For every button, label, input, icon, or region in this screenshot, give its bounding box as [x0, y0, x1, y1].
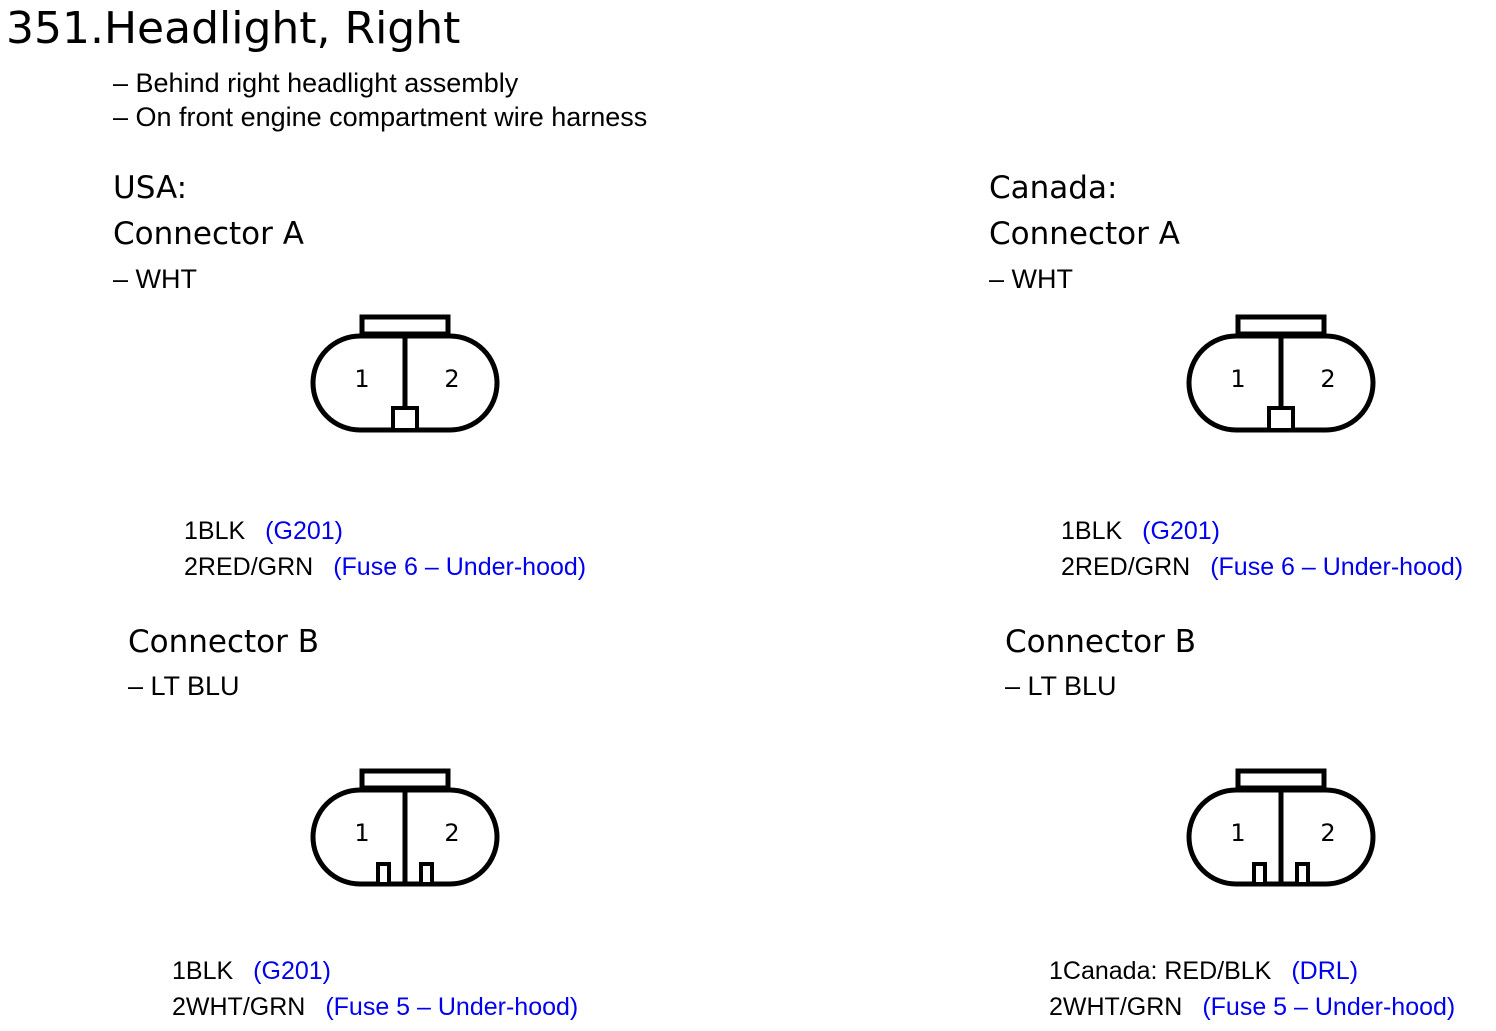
location-note-2: – On front engine compartment wire harne…	[113, 102, 648, 132]
pin-reference-link[interactable]: (Fuse 5 – Under-hood)	[325, 993, 579, 1021]
connector-key-left	[376, 862, 391, 886]
connector-key-right	[419, 862, 434, 886]
pin-label-2: 2	[1320, 365, 1335, 393]
page-title: 351.Headlight, Right	[6, 2, 460, 56]
canada-b-pin-row-1: 1Canada: RED/BLK (DRL)	[1049, 955, 1358, 987]
canada-b-pin-row-2: 2WHT/GRN (Fuse 5 – Under-hood)	[1049, 991, 1455, 1023]
canada-connector-a-name: Connector A	[989, 216, 1180, 252]
canada-connector-b-color: – LT BLU	[1005, 671, 1117, 701]
pin-reference-link[interactable]: (G201)	[1142, 517, 1220, 545]
pin-reference-link[interactable]: (G201)	[253, 957, 331, 985]
pin-number: 2	[184, 553, 198, 581]
usa-connector-b-name: Connector B	[128, 624, 320, 660]
pin-label-2: 2	[444, 365, 459, 393]
pin-reference-link[interactable]: (Fuse 6 – Under-hood)	[333, 553, 587, 581]
pin-wire: BLK	[1074, 517, 1123, 545]
pin-label-1: 1	[354, 365, 369, 393]
pin-wire: WHT/GRN	[1062, 993, 1183, 1021]
pin-number: 1	[1049, 957, 1063, 985]
canada-region-label: Canada:	[989, 170, 1118, 206]
usa-a-pin-row-1: 1BLK (G201)	[184, 515, 343, 547]
pin-wire: BLK	[185, 957, 234, 985]
pin-number: 1	[1061, 517, 1075, 545]
usa-b-pin-row-1: 1BLK (G201)	[172, 955, 331, 987]
canada-connector-a-diagram: 1 2	[1186, 314, 1376, 433]
connector-key	[391, 406, 419, 432]
canada-connector-a-color: – WHT	[989, 264, 1073, 294]
connector-housing	[310, 787, 500, 887]
pin-label-1: 1	[1230, 819, 1245, 847]
connector-latch	[359, 768, 451, 791]
usa-a-pin-row-2: 2RED/GRN (Fuse 6 – Under-hood)	[184, 551, 586, 583]
pin-number: 2	[1061, 553, 1075, 581]
connector-latch	[1235, 768, 1327, 791]
pin-number: 1	[184, 517, 198, 545]
title-number: 351.	[6, 3, 104, 54]
canada-a-pin-row-2: 2RED/GRN (Fuse 6 – Under-hood)	[1061, 551, 1463, 583]
pin-number: 2	[1049, 993, 1063, 1021]
canada-a-pin-row-1: 1BLK (G201)	[1061, 515, 1220, 547]
usa-connector-a-name: Connector A	[113, 216, 304, 252]
pin-reference-link[interactable]: (Fuse 5 – Under-hood)	[1202, 993, 1456, 1021]
pin-wire: RED/GRN	[1074, 553, 1191, 581]
pin-number: 1	[172, 957, 186, 985]
pin-reference-link[interactable]: (G201)	[265, 517, 343, 545]
pin-wire: BLK	[197, 517, 246, 545]
pin-wire: RED/GRN	[197, 553, 314, 581]
pin-label-2: 2	[444, 819, 459, 847]
pin-label-1: 1	[354, 819, 369, 847]
usa-connector-b-color: – LT BLU	[128, 671, 240, 701]
canada-connector-b-diagram: 1 2	[1186, 768, 1376, 887]
canada-connector-b-name: Connector B	[1005, 624, 1197, 660]
connector-key-right	[1295, 862, 1310, 886]
connector-housing	[1186, 787, 1376, 887]
connector-latch	[359, 314, 451, 337]
connector-housing	[1186, 333, 1376, 433]
connector-latch	[1235, 314, 1327, 337]
pin-label-2: 2	[1320, 819, 1335, 847]
pin-number: 2	[172, 993, 186, 1021]
connector-key	[1267, 406, 1295, 432]
usa-connector-b-diagram: 1 2	[310, 768, 500, 887]
pin-label-1: 1	[1230, 365, 1245, 393]
pin-reference-link[interactable]: (DRL)	[1291, 957, 1359, 985]
usa-connector-a-color: – WHT	[113, 264, 197, 294]
usa-connector-a-diagram: 1 2	[310, 314, 500, 433]
connector-key-left	[1252, 862, 1267, 886]
pin-reference-link[interactable]: (Fuse 6 – Under-hood)	[1210, 553, 1464, 581]
usa-b-pin-row-2: 2WHT/GRN (Fuse 5 – Under-hood)	[172, 991, 578, 1023]
pin-wire: Canada: RED/BLK	[1062, 957, 1272, 985]
pin-wire: WHT/GRN	[185, 993, 306, 1021]
usa-region-label: USA:	[113, 170, 188, 206]
location-note-1: – Behind right headlight assembly	[113, 68, 519, 98]
title-name: Headlight, Right	[103, 3, 461, 54]
connector-housing	[310, 333, 500, 433]
